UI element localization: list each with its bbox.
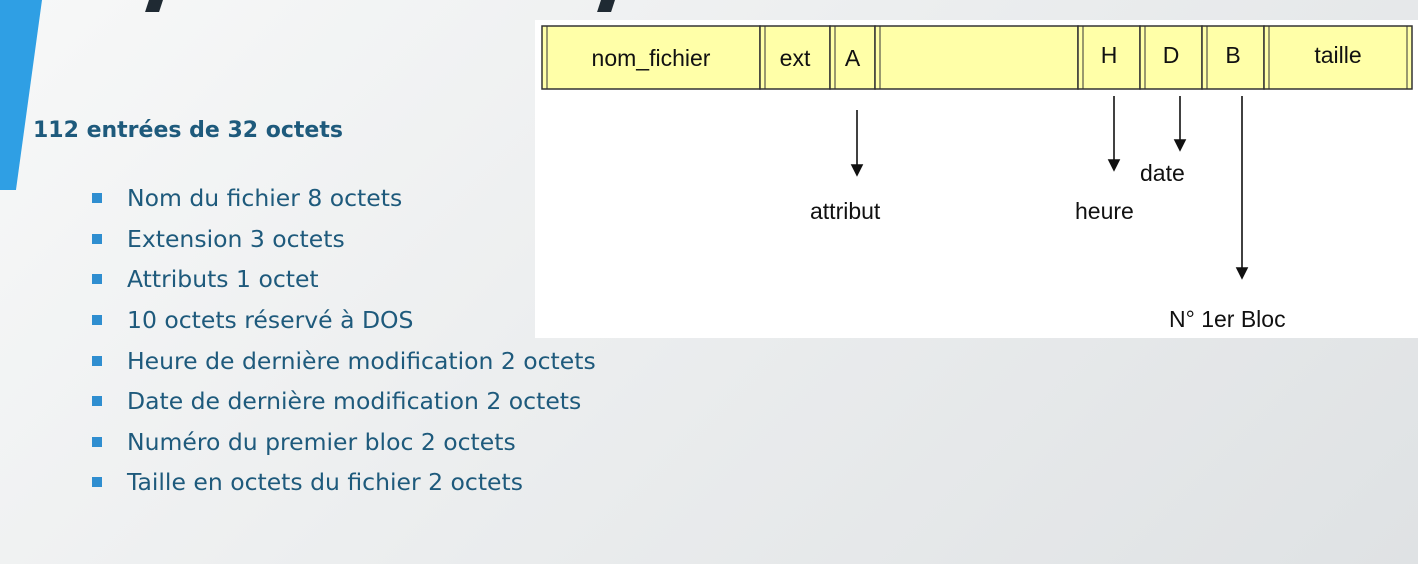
list-item-text: Heure de dernière modification 2 octets [127, 346, 596, 375]
list-item: Attributs 1 octet [92, 259, 596, 300]
field-label-ext: ext [779, 45, 811, 71]
field-label-taille: taille [1314, 42, 1362, 68]
field-cell [1139, 25, 1203, 90]
section-heading: 112 entrées de 32 octets [33, 118, 343, 143]
field-cell [1263, 25, 1413, 90]
list-item: Heure de dernière modification 2 octets [92, 340, 596, 381]
bullet-square-icon [92, 274, 102, 285]
bullet-square-icon [92, 477, 102, 488]
list-item-text: 10 octets réservé à DOS [127, 306, 414, 335]
list-item: Extension 3 octets [92, 219, 596, 260]
list-item-text: Taille en octets du fichier 2 octets [127, 468, 523, 497]
field-cell [759, 25, 831, 90]
title-fragment [597, 0, 617, 12]
bullet-square-icon [92, 233, 102, 244]
bullet-square-icon [92, 193, 102, 204]
field-cell [1201, 25, 1265, 90]
list-item-text: Date de dernière modification 2 octets [127, 387, 582, 416]
bullet-square-icon [92, 396, 102, 407]
list-item: Numéro du premier bloc 2 octets [92, 422, 596, 463]
accent-bar [0, 0, 42, 190]
bullet-square-icon [92, 355, 102, 366]
diagram-drawing [541, 25, 1413, 280]
list-item-text: Extension 3 octets [127, 224, 345, 253]
field-label-d: D [1162, 42, 1180, 68]
bullet-square-icon [92, 315, 102, 326]
label-bloc: N° 1er Bloc [1169, 306, 1286, 332]
list-item-text: Nom du fichier 8 octets [127, 184, 403, 213]
field-cell [874, 25, 1079, 90]
list-item-text: Numéro du premier bloc 2 octets [127, 427, 516, 456]
field-label-nom-fichier: nom_fichier [591, 45, 711, 71]
field-cell [541, 25, 761, 90]
directory-entry-diagram: nom_fichier ext A H D B taille attribut … [535, 20, 1418, 338]
field-cell [829, 25, 876, 90]
bullet-square-icon [92, 436, 102, 447]
list-item: Taille en octets du fichier 2 octets [92, 462, 596, 503]
title-fragment [145, 0, 165, 12]
field-label-a: A [844, 45, 861, 71]
list-item-text: Attributs 1 octet [127, 265, 319, 294]
field-list: Nom du fichier 8 octets Extension 3 octe… [92, 178, 596, 503]
list-item: 10 octets réservé à DOS [92, 300, 596, 341]
list-item: Date de dernière modification 2 octets [92, 381, 596, 422]
label-attribut: attribut [810, 198, 881, 224]
list-item: Nom du fichier 8 octets [92, 178, 596, 219]
field-label-h: H [1100, 42, 1118, 68]
field-cell [1077, 25, 1141, 90]
label-heure: heure [1075, 198, 1134, 224]
field-label-b: B [1225, 42, 1241, 68]
label-date: date [1140, 160, 1185, 186]
